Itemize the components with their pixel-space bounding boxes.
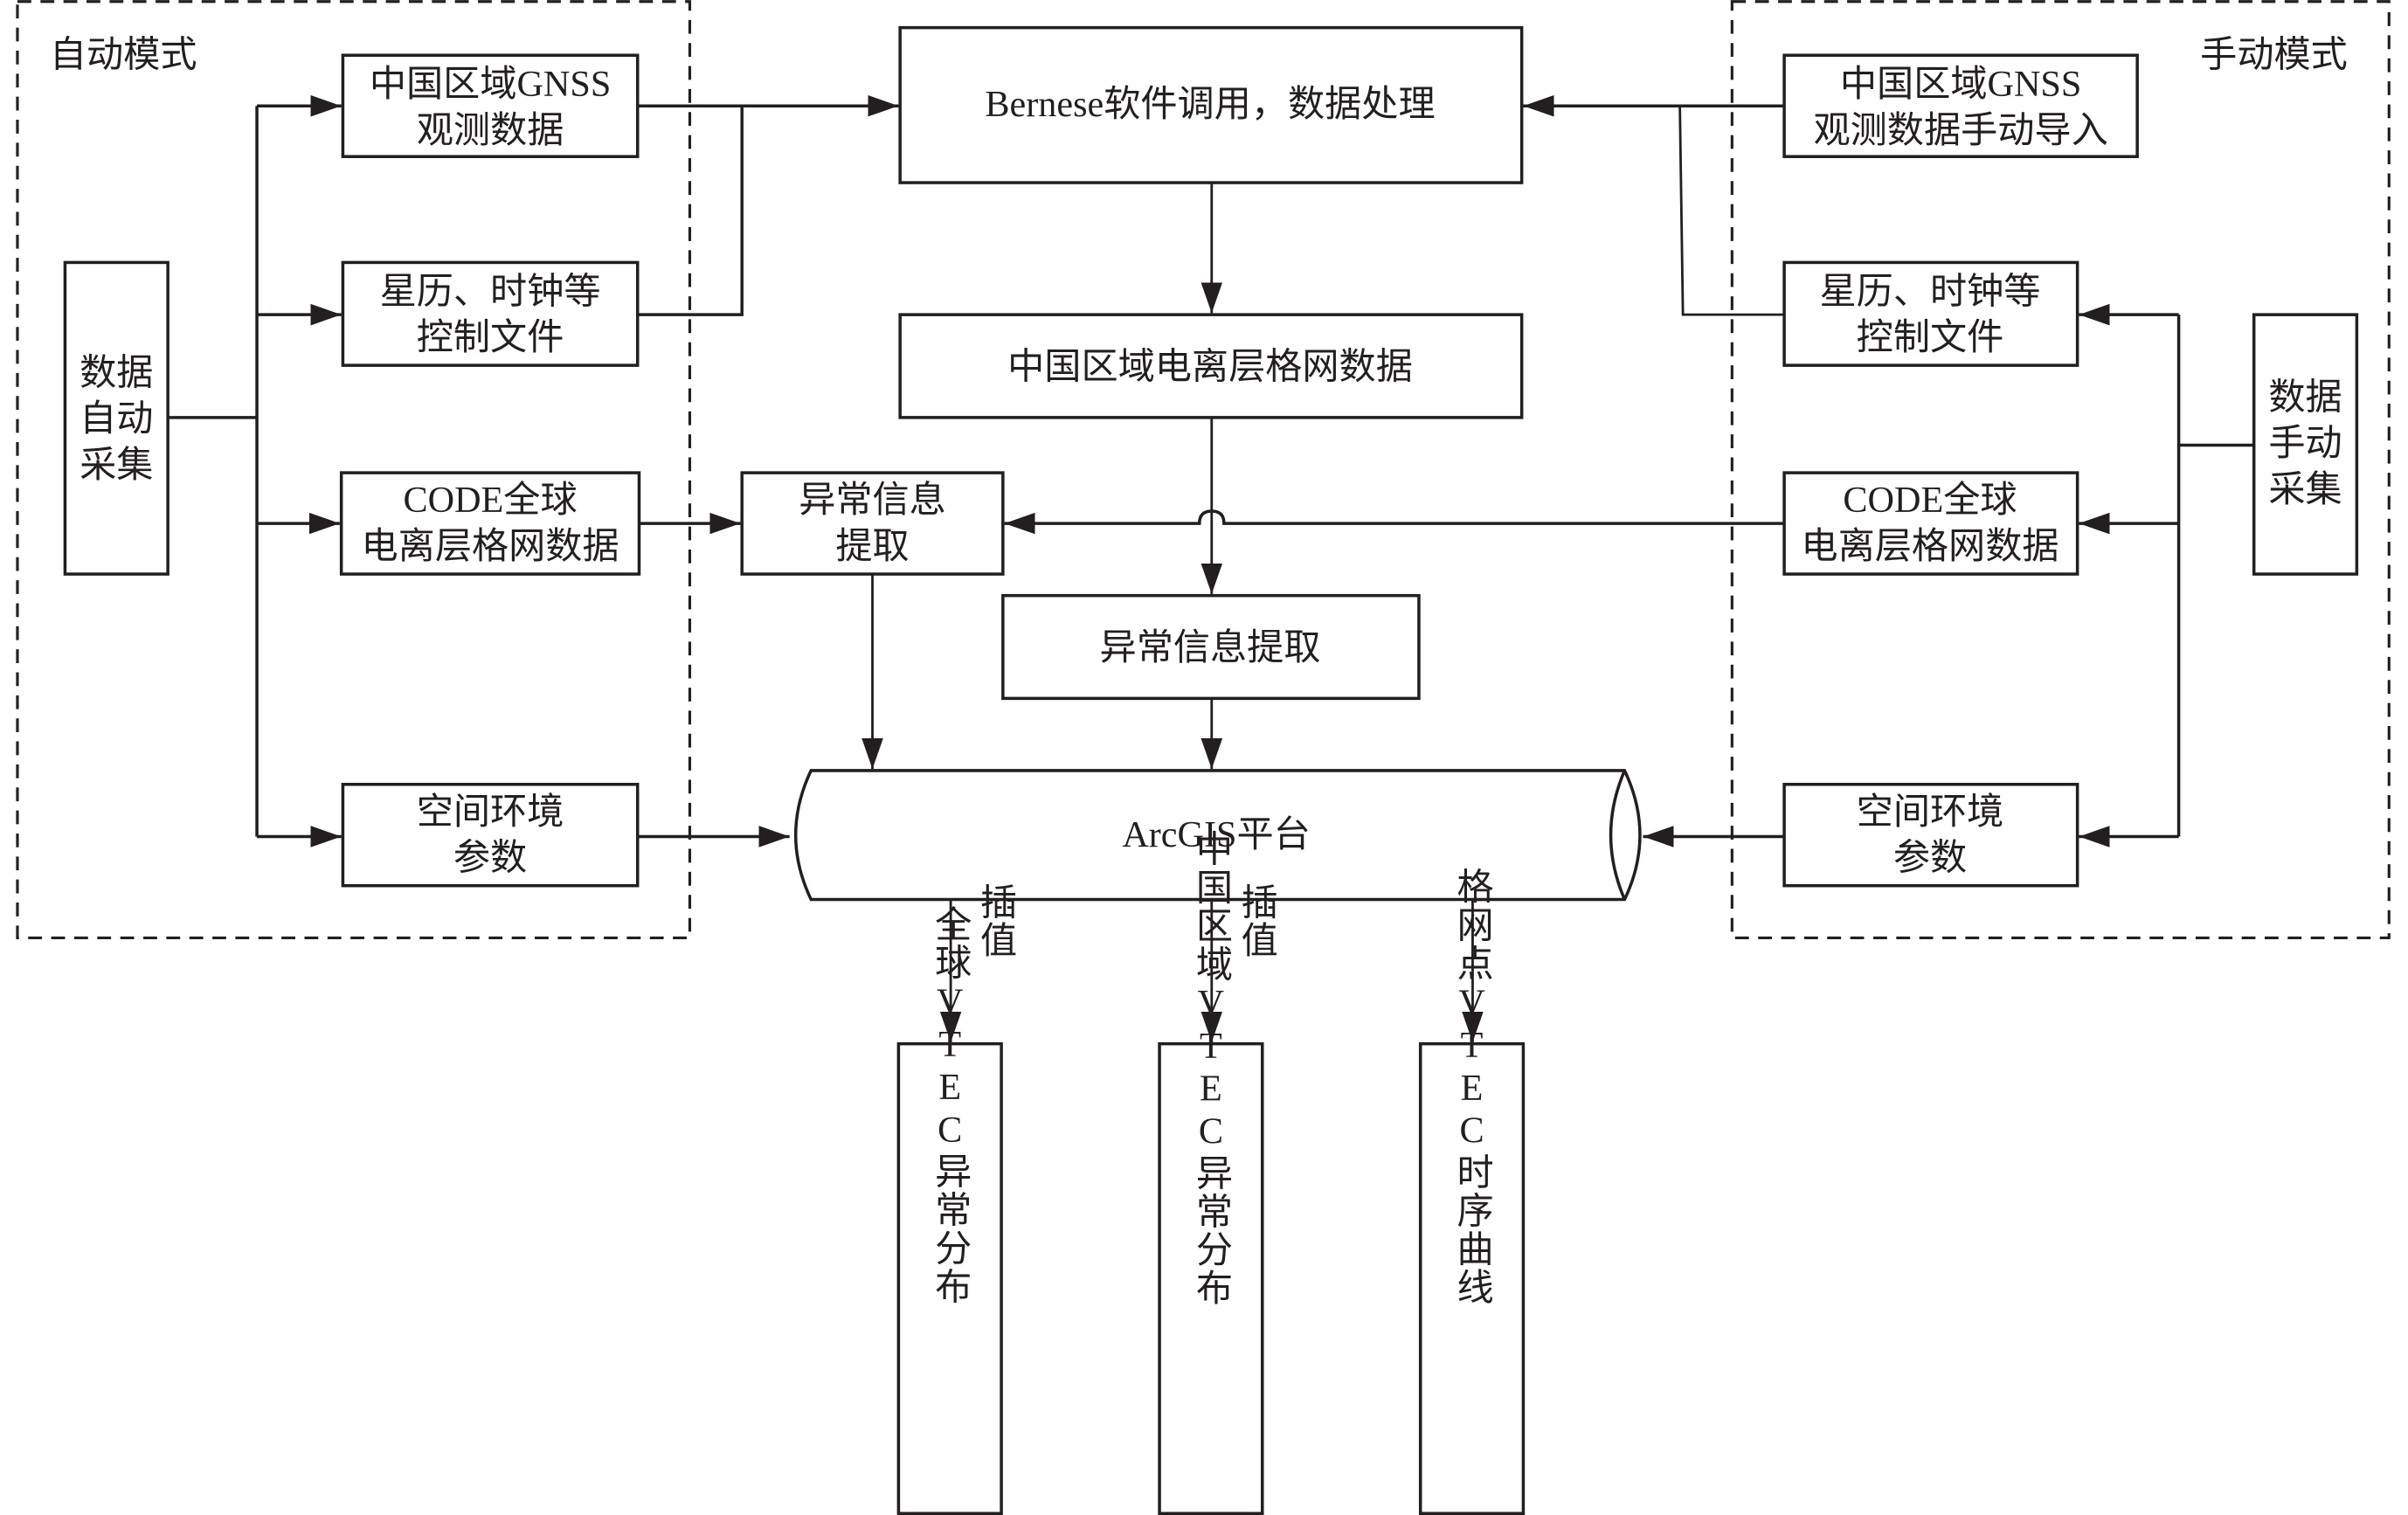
china-grid-label: 中国区域电离层格网数据 [1007,346,1413,387]
auto-source-line-3: 采集 [80,445,153,486]
anomaly-left-line-1: 异常信息 [799,480,946,521]
auto-ephemeris-line-1: 星历、时钟等 [380,271,601,312]
auto-code-box: CODE全球 电离层格网数据 [339,471,641,576]
connector-auto-source-trunk [168,106,259,837]
auto-code-line-2: 电离层格网数据 [362,526,619,567]
manual-ephemeris-line-1: 星历、时钟等 [1820,271,2041,312]
connector-manual-ephemeris-merge [1678,106,1785,316]
manual-mode-title: 手动模式 [2200,35,2348,76]
auto-gnss-line-2: 观测数据 [417,110,564,151]
manual-mode-container [1730,0,2391,940]
auto-gnss-line-1: 中国区域GNSS [370,64,611,105]
manual-code-box: CODE全球 电离层格网数据 [1782,471,2079,576]
connector-manual-source-trunk [2176,315,2254,837]
manual-source-line-3: 采集 [2268,469,2342,510]
auto-code-line-1: CODE全球 [404,480,578,521]
manual-ephemeris-line-2: 控制文件 [1857,317,2004,358]
manual-gnss-line-2: 观测数据手动导入 [1813,110,2107,151]
auto-source-line-1: 数据 [80,352,153,393]
auto-ephemeris-line-2: 控制文件 [417,317,564,358]
auto-space-env-line-2: 参数 [453,838,527,879]
connector-auto-gnss-merge [637,106,744,316]
manual-source-line-2: 手动 [2268,423,2342,464]
china-grid-box: 中国区域电离层格网数据 [898,313,1524,419]
manual-code-line-1: CODE全球 [1843,480,2017,521]
manual-gnss-line-1: 中国区域GNSS [1840,64,2081,105]
auto-source-line-2: 自动 [80,398,153,439]
interp-label-2: 插值 [1235,882,1277,959]
manual-data-collection-box: 数据 手动 采集 [2252,313,2359,576]
manual-source-line-1: 数据 [2268,377,2342,419]
manual-code-line-2: 电离层格网数据 [1801,526,2059,567]
anomaly-left-line-2: 提取 [835,526,909,567]
auto-space-env-box: 空间环境 参数 [341,782,640,888]
bernese-processing-box: Bernese软件调用，数据处理 [898,25,1524,184]
manual-space-env-line-1: 空间环境 [1857,792,2004,833]
manual-space-env-box: 空间环境 参数 [1782,782,2079,888]
auto-space-env-line-1: 空间环境 [417,792,564,833]
manual-ephemeris-box: 星历、时钟等 控制文件 [1782,260,2079,367]
manual-gnss-box: 中国区域GNSS 观测数据手动导入 [1782,53,2139,158]
auto-mode-title: 自动模式 [50,35,197,76]
arcgis-platform-cylinder: ArcGIS平台 [794,769,1642,902]
auto-gnss-box: 中国区域GNSS 观测数据 [341,53,640,158]
auto-ephemeris-box: 星历、时钟等 控制文件 [341,260,640,367]
bernese-label: Bernese软件调用，数据处理 [985,84,1435,125]
anomaly-center-label: 异常信息提取 [1100,627,1321,668]
auto-data-collection-box: 数据 自动 采集 [63,260,170,576]
anomaly-extraction-left-box: 异常信息 提取 [740,471,1005,576]
arcgis-label: ArcGIS平台 [1122,814,1310,855]
interp-label-1: 插值 [975,882,1016,959]
manual-space-env-line-2: 参数 [1893,838,1967,879]
output-china-vtec-box: 中国区域VTEC异常分布 [1158,830,1264,1515]
arrow-manual-code-to-anomaly-left [1004,509,1785,535]
anomaly-extraction-center-box: 异常信息提取 [1001,593,1421,701]
auto-mode-container [16,0,692,940]
